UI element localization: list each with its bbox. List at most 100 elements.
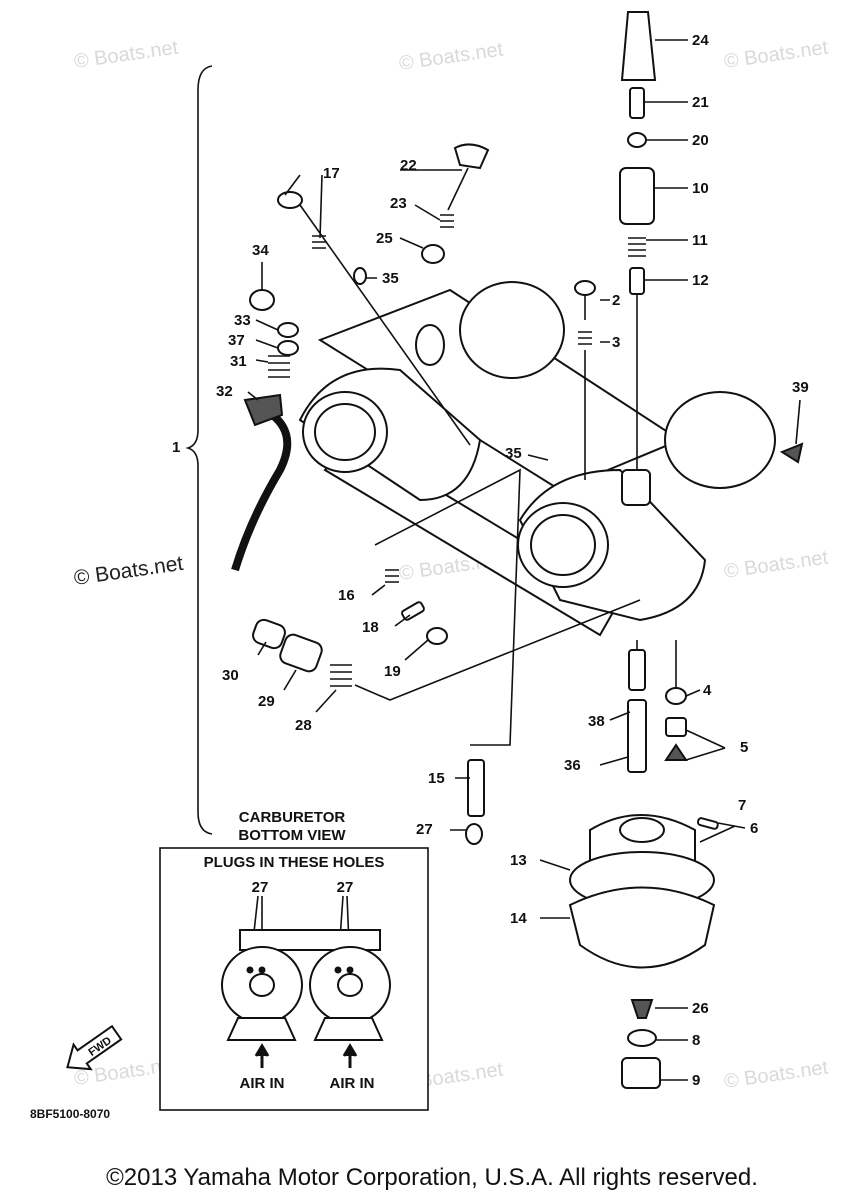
fuel-fitting — [243, 393, 284, 427]
air-in-label-left: AIR IN — [240, 1075, 285, 1092]
part-label-20: 20 — [692, 132, 709, 149]
clip-20 — [627, 132, 647, 148]
piston-29 — [279, 633, 323, 673]
part-label-12: 12 — [692, 272, 709, 289]
carburetor-body — [298, 281, 776, 637]
pin-18 — [401, 601, 425, 621]
part-label-31: 31 — [230, 353, 247, 370]
part-label-25: 25 — [376, 230, 393, 247]
screw-26 — [630, 999, 654, 1019]
part-label-10: 10 — [692, 180, 709, 197]
spring-31 — [268, 355, 290, 378]
inset-rail — [239, 929, 381, 951]
watermark: © Boats.net — [723, 1057, 830, 1093]
washer-37 — [277, 340, 299, 356]
part-label-39: 39 — [792, 379, 809, 396]
part-label-30: 30 — [222, 667, 239, 684]
part-label-14: 14 — [510, 910, 527, 927]
inset-base-left — [226, 1017, 297, 1041]
inset-hole-right — [337, 973, 363, 997]
oring-35 — [353, 267, 367, 285]
part-label-33: 33 — [234, 312, 251, 329]
part-label-5: 5 — [740, 739, 748, 756]
part-label-36: 36 — [564, 757, 581, 774]
copyright-notice: ©2013 Yamaha Motor Corporation, U.S.A. A… — [106, 1164, 758, 1191]
part-label-16: 16 — [338, 587, 355, 604]
part-label-23: 23 — [390, 195, 407, 212]
washer-8 — [627, 1029, 657, 1047]
part-label-7: 7 — [738, 797, 746, 814]
piston-30 — [252, 618, 286, 650]
part-label-32: 32 — [216, 383, 233, 400]
air-arrow-left — [254, 1043, 270, 1068]
part-label-1: 1 — [172, 439, 180, 456]
plug-hole — [246, 966, 254, 974]
inset-subtitle: PLUGS IN THESE HOLES — [204, 854, 385, 871]
part-label-9: 9 — [692, 1072, 700, 1089]
spring-11 — [628, 237, 646, 257]
part-label-11: 11 — [692, 232, 708, 249]
assembly-bracket — [185, 65, 213, 835]
part-label-34: 34 — [252, 242, 269, 259]
screw-17 — [277, 191, 303, 209]
jet-5b — [664, 743, 688, 761]
spring-17 — [312, 235, 326, 249]
bowl-14 — [568, 886, 716, 969]
plug-hole — [258, 966, 266, 974]
needle-21 — [629, 87, 645, 119]
diagram-code: 8BF5100-8070 — [30, 1107, 110, 1121]
part-label-19: 19 — [384, 663, 401, 680]
spring-23 — [440, 214, 454, 228]
cap-39 — [779, 442, 804, 464]
cap-34 — [249, 289, 275, 311]
part-label-26: 26 — [692, 1000, 709, 1017]
plug-27 — [465, 823, 483, 845]
air-in-label-right: AIR IN — [330, 1075, 375, 1092]
inset-hole-left — [249, 973, 275, 997]
part-label-3: 3 — [612, 334, 620, 351]
leader-lines — [247, 39, 801, 1081]
part-label-29: 29 — [258, 693, 275, 710]
plug-hole — [346, 966, 354, 974]
watermark: © Boats.net — [398, 39, 505, 75]
needle-12 — [629, 267, 645, 295]
part-label-13: 13 — [510, 852, 527, 869]
fuel-hose — [231, 406, 292, 572]
jet-5a — [665, 717, 687, 737]
air-arrow-right — [342, 1043, 358, 1068]
shaft-22 — [447, 167, 469, 211]
seat-19 — [426, 627, 448, 645]
bottom-view-inset: CARBURETOR BOTTOM VIEW PLUGS IN THESE HO… — [159, 809, 429, 1111]
part-label-18: 18 — [362, 619, 379, 636]
watermark-dark: © Boats.net — [72, 552, 184, 590]
inset-title-line1: CARBURETOR — [239, 809, 346, 826]
spring-3 — [578, 331, 592, 345]
part-label-17: 17 — [323, 165, 340, 182]
part-label-15: 15 — [428, 770, 445, 787]
holder-10 — [619, 167, 655, 225]
watermark: © Boats.net — [73, 37, 180, 73]
inset-plug-label-right: 27 — [337, 879, 354, 896]
part-label-35-top: 35 — [382, 270, 399, 287]
pin-6 — [696, 817, 719, 830]
leader-28 — [354, 599, 641, 701]
cap-24 — [620, 11, 657, 81]
emulsion-36 — [627, 699, 647, 773]
nut-4 — [665, 687, 687, 705]
watermark: © Boats.net — [723, 37, 830, 73]
screw-2 — [574, 280, 596, 296]
part-label-8: 8 — [692, 1032, 700, 1049]
jet-38 — [628, 649, 646, 691]
knob-22 — [453, 143, 490, 170]
part-labels: 24 21 20 10 11 12 17 22 23 25 34 35 2 3 … — [172, 32, 809, 1089]
spring-28 — [330, 664, 352, 687]
part-label-24: 24 — [692, 32, 709, 49]
part-label-35-mid: 35 — [505, 445, 522, 462]
part-label-4: 4 — [703, 682, 712, 699]
inset-plug-label-left: 27 — [252, 879, 269, 896]
inset-title-line2: BOTTOM VIEW — [238, 827, 346, 844]
drain-9 — [621, 1057, 661, 1089]
float-7-hole — [619, 817, 665, 843]
washer-33 — [277, 322, 299, 338]
